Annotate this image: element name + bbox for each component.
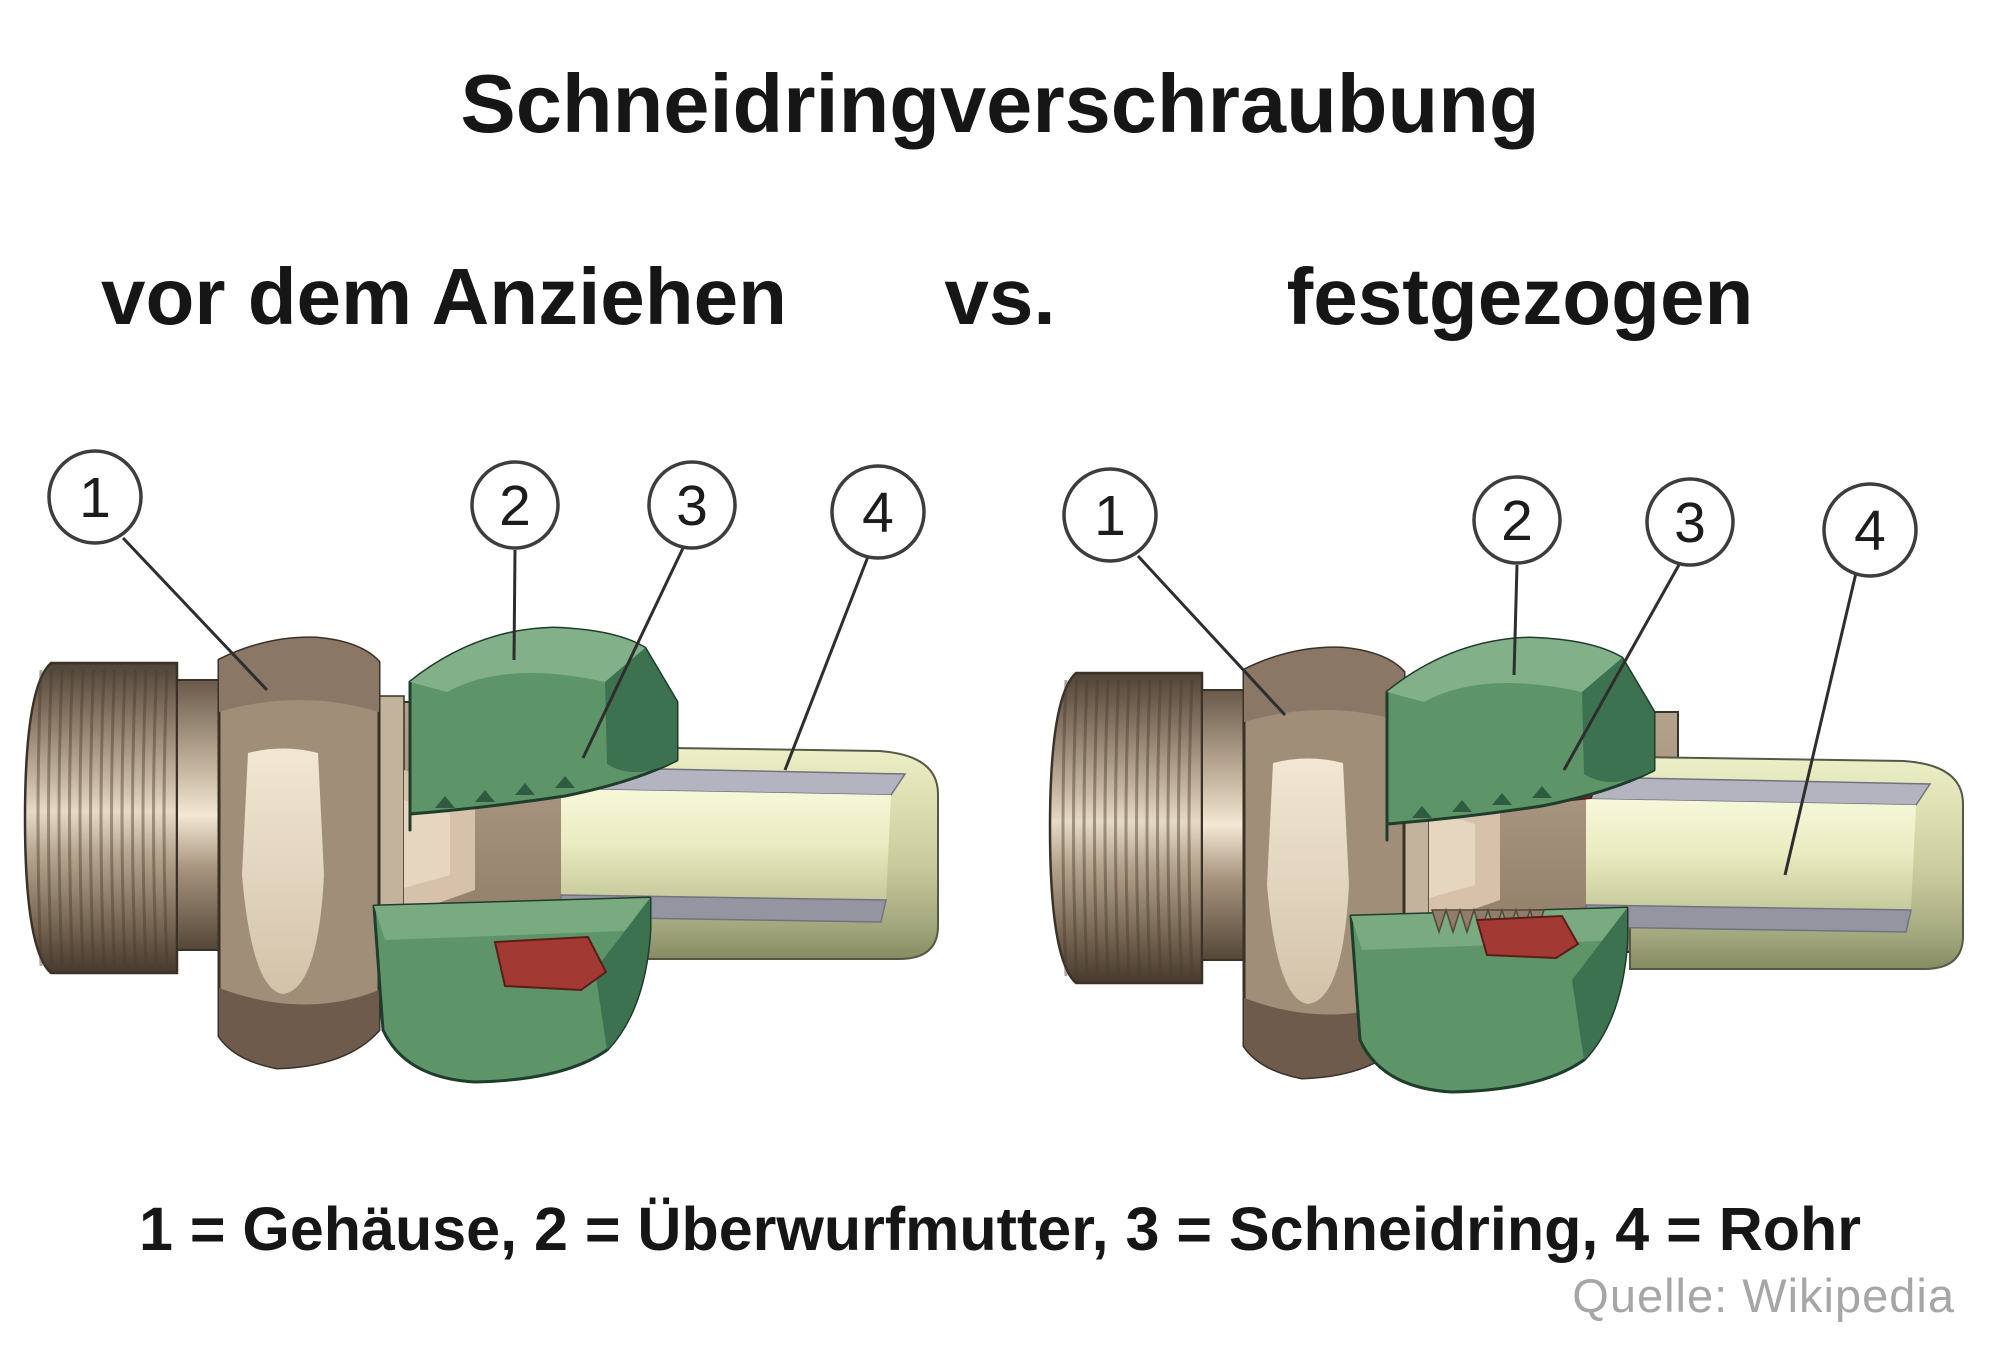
diagram-before-tightening: 1 2 3 4 (5, 330, 970, 1160)
cutting-ring-bottom (1475, 914, 1580, 960)
callout-3: 3 (1645, 477, 1735, 567)
leader-line-4 (783, 553, 871, 771)
svg-text:2: 2 (1501, 489, 1533, 553)
svg-text:3: 3 (1674, 491, 1706, 555)
callout-1: 1 (47, 449, 143, 545)
tube (560, 745, 939, 960)
label-vs: vs. (944, 252, 1056, 341)
leader-line-3 (581, 545, 686, 759)
body-hex (217, 636, 381, 1070)
body-threaded-end (1048, 671, 1245, 985)
label-tightened: festgezogen (1286, 252, 1754, 341)
body-threaded-end (23, 661, 220, 975)
callout-4: 4 (1822, 482, 1918, 578)
callout-3: 3 (647, 460, 737, 550)
fitting-illustration: 1 2 3 4 (23, 449, 939, 1084)
svg-text:1: 1 (1094, 484, 1126, 548)
union-nut (372, 626, 679, 1084)
page-title: Schneidringverschraubung (460, 57, 1540, 150)
fitting-illustration: 1 2 3 4 (1048, 467, 1964, 1094)
leader-line-1 (1136, 554, 1287, 717)
callout-2: 2 (470, 460, 560, 550)
diagram-tightened: 1 2 3 4 (1030, 330, 1995, 1160)
svg-text:4: 4 (1854, 499, 1886, 563)
callout-1: 1 (1062, 467, 1158, 563)
callout-4: 4 (830, 464, 926, 560)
cutting-ring-bottom (493, 935, 608, 992)
callout-2: 2 (1472, 475, 1562, 565)
leader-line-2 (1512, 564, 1519, 676)
svg-text:1: 1 (79, 466, 111, 530)
parts-legend: 1 = Gehäuse, 2 = Überwurfmutter, 3 = Sch… (138, 1195, 1862, 1263)
source-credit: Quelle: Wikipedia (1572, 1269, 1955, 1322)
svg-text:4: 4 (862, 481, 894, 545)
leader-line-1 (121, 536, 269, 692)
leader-line-4 (1783, 572, 1858, 876)
leader-line-3 (1562, 562, 1682, 771)
label-before-tightening: vor dem Anziehen (100, 252, 788, 341)
tube (1585, 755, 1964, 970)
leader-line-2 (512, 549, 517, 661)
svg-text:3: 3 (676, 474, 708, 538)
svg-text:2: 2 (499, 474, 531, 538)
